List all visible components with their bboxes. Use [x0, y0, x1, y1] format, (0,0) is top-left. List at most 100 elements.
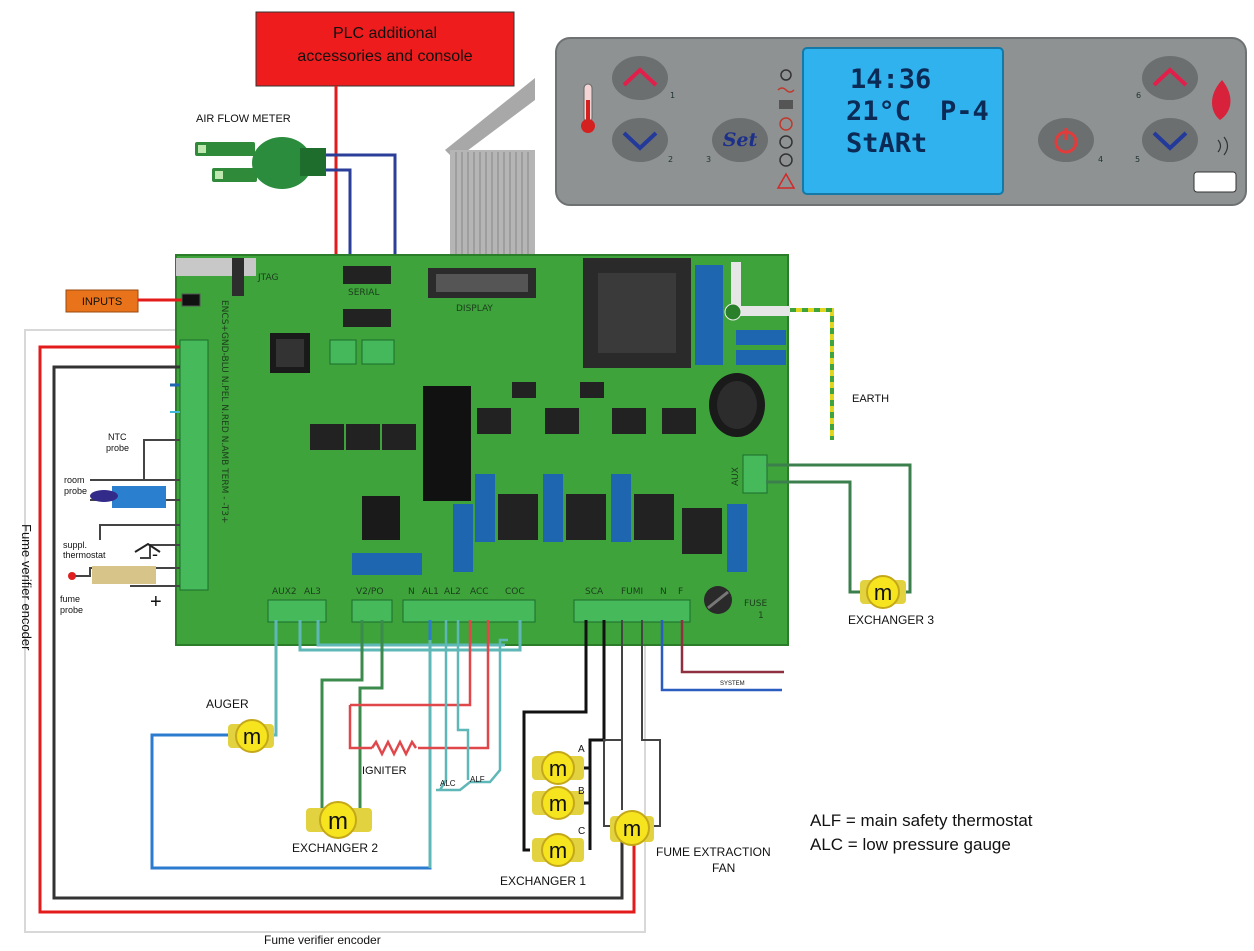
chevron-down-icon: [1152, 131, 1188, 151]
button-down-left[interactable]: 2: [612, 118, 673, 164]
motor-symbol: m: [874, 580, 892, 605]
lcd-screen: 14:36 21°C P-4 StARt: [802, 47, 1004, 195]
legend-alc: ALC = low pressure gauge: [810, 835, 1011, 854]
button-number-5: 5: [1135, 155, 1140, 164]
heat-icon: [777, 87, 795, 93]
earth-wire: EARTH: [790, 308, 889, 440]
button-down-right[interactable]: 5: [1135, 118, 1198, 164]
fume-verifier-bottom-label: Fume verifier encoder: [264, 933, 381, 947]
motor-exchanger-1b: m: [532, 786, 584, 820]
chevron-up-icon: [622, 67, 658, 87]
room-probe-label-1: room: [64, 475, 85, 485]
button-up-left[interactable]: 1: [612, 56, 675, 100]
motor-fume-fan: m: [610, 810, 654, 846]
plc-accessories-box: PLC additional accessories and console: [255, 11, 515, 87]
clock-icon: [780, 69, 792, 81]
alf-label: ALF: [470, 775, 485, 784]
motor-exchanger-1a: m: [532, 751, 584, 785]
terminal-fumi: FUMI: [621, 587, 643, 597]
ntc-label-2: probe: [106, 443, 129, 453]
minus-sign: -: [152, 544, 158, 564]
lcd-temperature: 21°C: [846, 96, 911, 127]
chevron-down-icon: [622, 131, 658, 151]
lcd-program: P-4: [940, 96, 989, 127]
fan-icon: [779, 100, 793, 109]
system-label: SYSTEM: [720, 681, 745, 687]
button-set[interactable]: Set 3: [706, 118, 768, 164]
ribbon-cable: [445, 78, 535, 270]
warning-icon: [776, 172, 796, 189]
motor-exchanger-1c: m: [532, 833, 584, 867]
terminal-n2: N: [660, 587, 667, 597]
fuse-label-1: FUSE: [744, 599, 767, 609]
fume-fan-label-2: FAN: [712, 861, 735, 875]
plus-sign: +: [150, 591, 162, 613]
terminal-sca: SCA: [585, 587, 604, 597]
motor-symbol: m: [328, 808, 348, 835]
serial-label: SERIAL: [348, 288, 379, 298]
exchanger-1-label: EXCHANGER 1: [500, 874, 586, 888]
motor-symbol: m: [549, 791, 567, 816]
alc-label: ALC: [440, 779, 456, 788]
button-number-6: 6: [1136, 91, 1141, 100]
lcd-state: StARt: [846, 128, 927, 159]
suppl-label-1: suppl.: [63, 540, 87, 550]
motor-symbol: m: [243, 724, 261, 749]
fume-verifier-side-label: Fume verifier encoder: [19, 524, 34, 651]
suppl-label-2: thermostat: [63, 550, 106, 560]
infrared-icon: [1217, 136, 1229, 156]
room-probe-label-2: probe: [64, 486, 87, 496]
legend-alf: ALF = main safety thermostat: [810, 811, 1033, 830]
set-label: Set: [723, 129, 758, 151]
fire-icon: [779, 117, 793, 131]
aux-label: AUX: [731, 467, 741, 486]
fuse-label-2: 1: [758, 611, 764, 621]
motor-symbol: m: [549, 838, 567, 863]
inputs-connector: INPUTS: [65, 289, 182, 313]
chevron-up-icon: [1152, 67, 1188, 87]
igniter-resistor: [370, 739, 418, 757]
phase-a-label: A: [578, 744, 585, 755]
phase-c-label: C: [578, 826, 585, 837]
phase-b-label: B: [578, 786, 585, 797]
switch-symbol: [134, 542, 161, 553]
auger-label: AUGER: [206, 697, 249, 711]
terminal-acc: ACC: [470, 587, 489, 597]
fume-probe-label-1: fume: [60, 594, 80, 604]
terminal-f: F: [678, 587, 683, 597]
status-icons: [776, 69, 796, 189]
pump-icon: [779, 135, 793, 149]
motor-auger: m: [228, 719, 274, 753]
pcb-board: JTAG SERIAL DISPLAY: [175, 254, 790, 646]
earth-label: EARTH: [852, 393, 889, 405]
motor-symbol: m: [623, 816, 641, 841]
fume-probe-label-2: probe: [60, 605, 83, 615]
button-number-3: 3: [706, 155, 711, 164]
motor-symbol: m: [549, 756, 567, 781]
motor-exchanger-3: m: [860, 575, 906, 609]
flame-icon: [1212, 80, 1231, 120]
thermometer-icon: [581, 83, 595, 133]
inputs-label: INPUTS: [82, 296, 122, 308]
terminal-coc: COC: [505, 587, 525, 597]
igniter-label: IGNITER: [362, 765, 407, 777]
terminal-aux2: AUX2: [272, 587, 297, 597]
button-number-1: 1: [670, 91, 675, 100]
button-number-4: 4: [1098, 155, 1103, 164]
fume-probe: [68, 566, 156, 584]
terminal-v2po: V2/PO: [356, 587, 383, 597]
air-flow-meter-label: AIR FLOW METER: [196, 113, 291, 125]
ir-receiver: [1193, 171, 1237, 193]
exchanger-2-label: EXCHANGER 2: [292, 841, 378, 855]
valve-icon: [779, 153, 793, 167]
button-power[interactable]: 4: [1038, 118, 1103, 164]
exchanger-3-label: EXCHANGER 3: [848, 613, 934, 627]
plc-box-line2: accessories and console: [297, 48, 472, 65]
ntc-label-1: NTC: [108, 432, 127, 442]
terminal-al1: AL1: [422, 587, 439, 597]
console-panel: 1 2 Set 3 14:36 21°C P-4: [555, 37, 1247, 206]
air-flow-meter: AIR FLOW METER: [195, 113, 397, 320]
button-up-right[interactable]: 6: [1136, 56, 1198, 100]
lcd-time: 14:36: [850, 64, 931, 95]
